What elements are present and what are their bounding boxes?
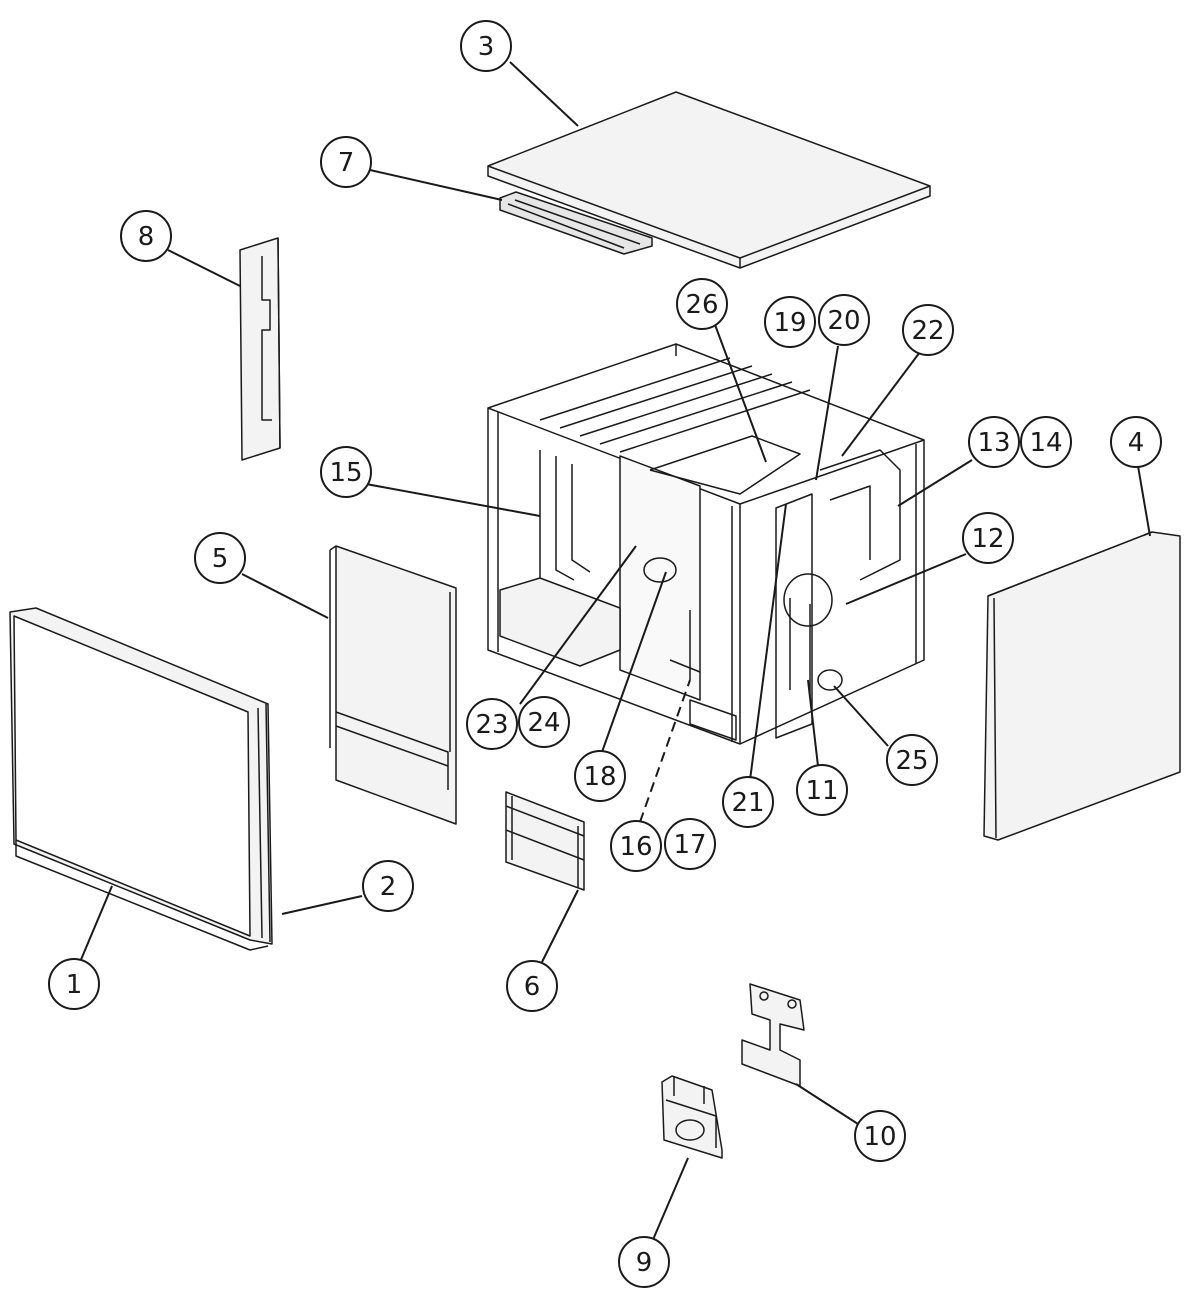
svg-text:22: 22 — [911, 316, 944, 346]
callout-1: 1 — [48, 958, 100, 1010]
svg-text:11: 11 — [805, 776, 838, 806]
part-mount-plate — [741, 983, 805, 1087]
leader-20 — [815, 345, 839, 481]
svg-text:16: 16 — [619, 832, 652, 862]
callout-22: 22 — [902, 304, 954, 356]
leader-16-17 — [639, 679, 691, 823]
svg-text:20: 20 — [827, 306, 860, 336]
leader-21 — [749, 503, 787, 781]
svg-text:6: 6 — [524, 972, 541, 1002]
callout-16: 16 — [610, 820, 662, 872]
callout-15: 15 — [320, 446, 372, 498]
callout-14: 14 — [1020, 416, 1072, 468]
callout-13: 13 — [968, 416, 1020, 468]
leader-4 — [1137, 465, 1151, 537]
svg-text:18: 18 — [583, 762, 616, 792]
leader-6 — [541, 889, 579, 963]
svg-text:9: 9 — [636, 1248, 653, 1278]
leader-lines — [79, 61, 1151, 1243]
svg-text:5: 5 — [212, 544, 229, 574]
leader-12 — [845, 553, 967, 605]
svg-text:24: 24 — [527, 708, 560, 738]
callout-20: 20 — [818, 294, 870, 346]
part-side-bracket — [239, 237, 281, 461]
part-front-door — [9, 607, 273, 951]
svg-text:2: 2 — [380, 872, 397, 902]
svg-text:13: 13 — [977, 428, 1010, 458]
svg-text:12: 12 — [971, 524, 1004, 554]
svg-text:15: 15 — [329, 458, 362, 488]
callout-6: 6 — [506, 960, 558, 1012]
callout-17: 17 — [664, 818, 716, 870]
part-right-panel — [983, 531, 1181, 841]
leader-10 — [795, 1083, 859, 1125]
callout-12: 12 — [962, 512, 1014, 564]
leader-13 — [897, 459, 973, 507]
callout-23: 23 — [466, 698, 518, 750]
leader-18 — [601, 571, 667, 753]
callout-11: 11 — [796, 764, 848, 816]
svg-text:14: 14 — [1029, 428, 1062, 458]
svg-text:25: 25 — [895, 746, 928, 776]
svg-text:1: 1 — [66, 970, 83, 1000]
leader-3 — [509, 61, 579, 127]
callout-3: 3 — [460, 20, 512, 72]
svg-text:7: 7 — [338, 148, 355, 178]
callout-4: 4 — [1110, 416, 1162, 468]
leader-5 — [241, 573, 329, 619]
callout-2: 2 — [362, 860, 414, 912]
svg-text:19: 19 — [773, 308, 806, 338]
leader-22 — [841, 351, 921, 457]
leader-11 — [807, 679, 819, 767]
callout-26: 26 — [676, 278, 728, 330]
svg-text:8: 8 — [138, 222, 155, 252]
svg-text:4: 4 — [1128, 428, 1145, 458]
callout-10: 10 — [854, 1110, 906, 1162]
part-inner-door — [329, 545, 457, 825]
callout-18: 18 — [574, 750, 626, 802]
leader-8 — [167, 249, 241, 287]
leader-2 — [281, 895, 363, 915]
svg-text:23: 23 — [475, 710, 508, 740]
callout-24: 24 — [518, 696, 570, 748]
svg-text:3: 3 — [478, 32, 495, 62]
leader-15 — [365, 483, 541, 517]
leader-7 — [369, 169, 503, 201]
callout-25: 25 — [886, 734, 938, 786]
leader-9 — [651, 1157, 689, 1243]
part-kick-panel — [505, 791, 585, 891]
callout-21: 21 — [722, 776, 774, 828]
svg-text:26: 26 — [685, 290, 718, 320]
callout-5: 5 — [194, 532, 246, 584]
leader-25 — [833, 685, 889, 747]
part-drain-bracket — [661, 1075, 723, 1159]
part-main-frame — [487, 343, 925, 745]
leader-24 — [519, 545, 637, 705]
leader-26 — [713, 321, 767, 463]
part-top-cover — [487, 91, 931, 269]
callouts: 3 7 8 26 19 20 22 13 14 4 15 12 5 23 24 … — [48, 20, 1162, 1288]
leader-1 — [79, 885, 113, 963]
part-top-rail — [499, 191, 653, 255]
callout-9: 9 — [618, 1236, 670, 1288]
callout-8: 8 — [120, 210, 172, 262]
callout-19: 19 — [764, 296, 816, 348]
svg-text:21: 21 — [731, 788, 764, 818]
callout-7: 7 — [320, 136, 372, 188]
svg-text:10: 10 — [863, 1122, 896, 1152]
svg-text:17: 17 — [673, 830, 706, 860]
